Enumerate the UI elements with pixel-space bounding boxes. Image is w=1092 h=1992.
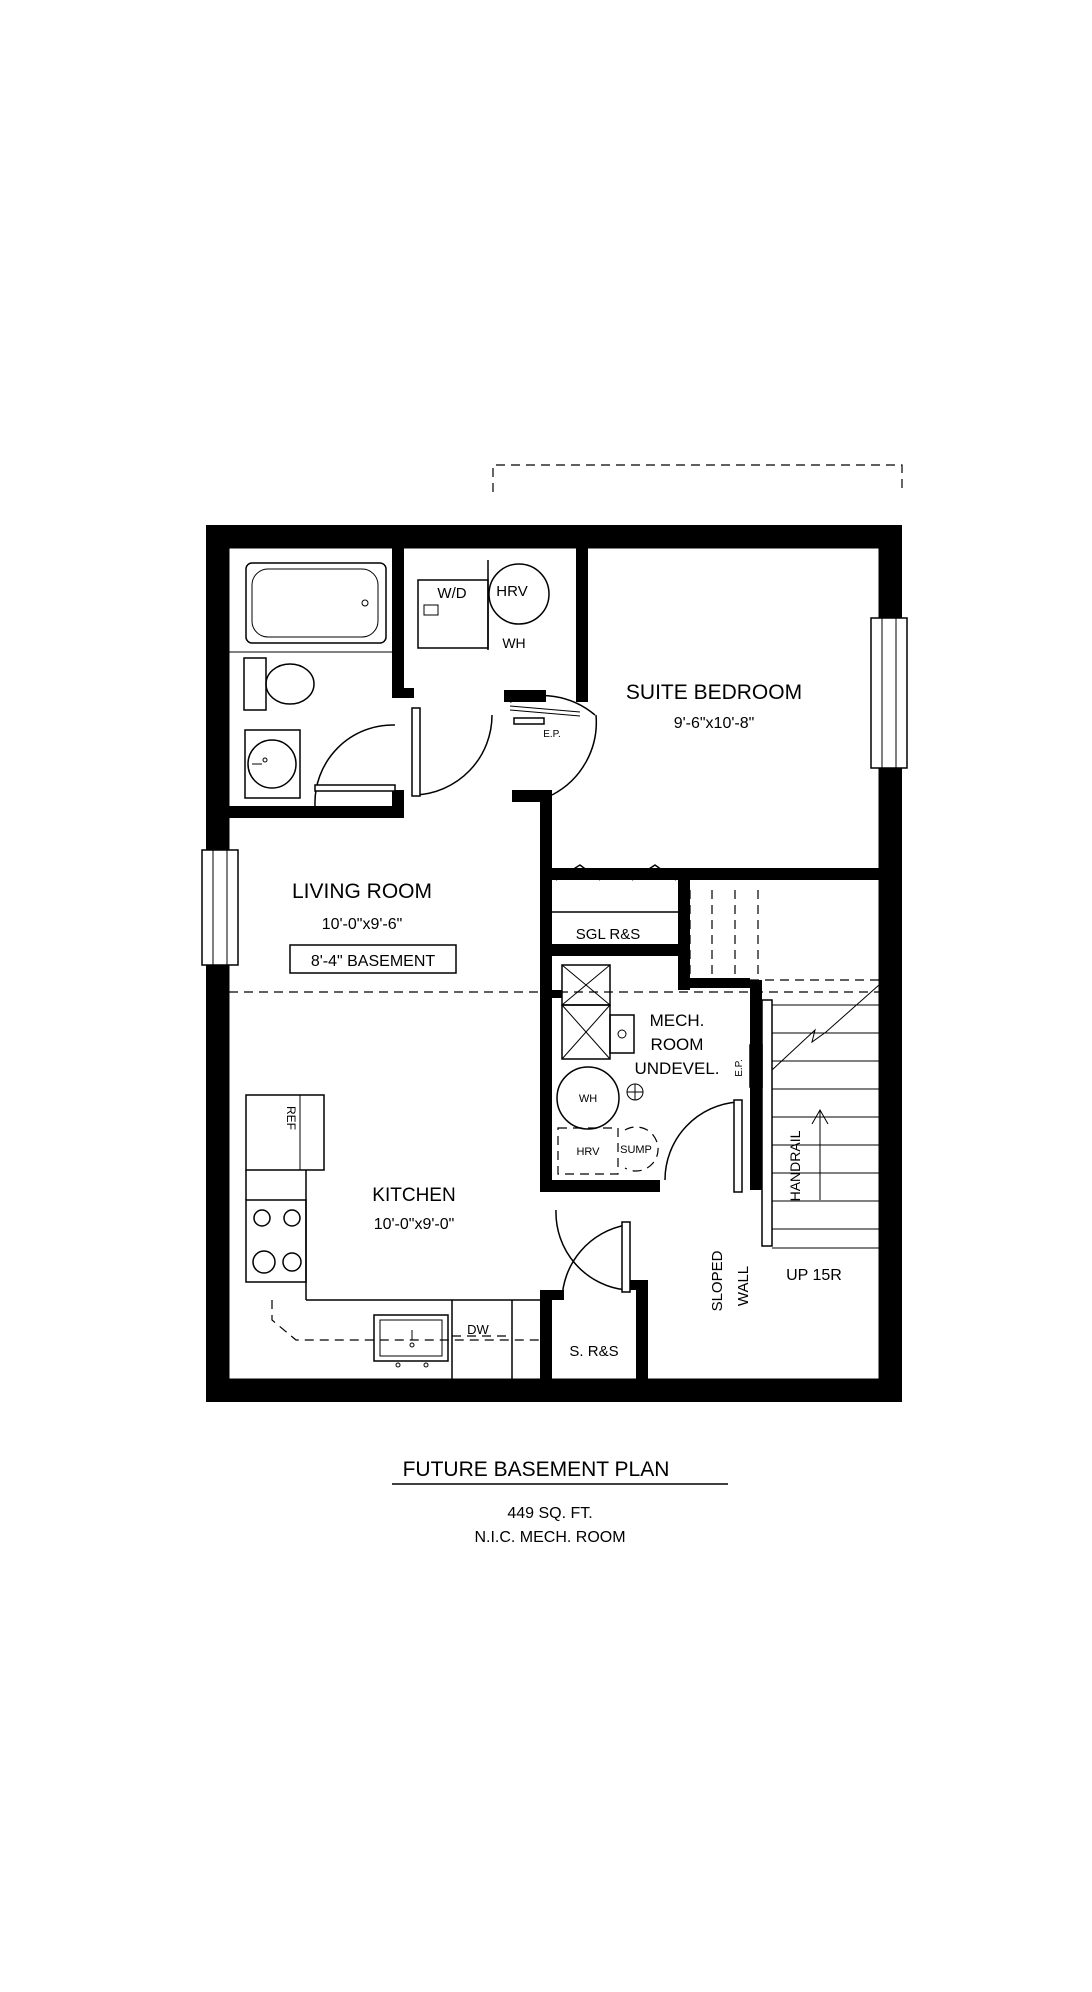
label-basement-height: 8'-4" BASEMENT	[311, 953, 436, 970]
bathtub	[245, 562, 387, 644]
mech-room-door	[664, 1099, 743, 1193]
label-mech-3: UNDEVEL.	[634, 1059, 719, 1078]
window-bedroom	[870, 617, 908, 769]
label-mech-2: ROOM	[651, 1035, 704, 1054]
caption-note: N.I.C. MECH. ROOM	[474, 1529, 625, 1546]
label-wh-top: WH	[502, 635, 525, 651]
label-suite-bedroom: SUITE BEDROOM	[626, 681, 802, 704]
dashed-deck-outline	[492, 464, 903, 492]
plan-caption: FUTURE BASEMENT PLAN 449 SQ. FT. N.I.C. …	[392, 1458, 728, 1546]
caption-title: FUTURE BASEMENT PLAN	[403, 1458, 670, 1481]
bathroom-sink	[244, 729, 301, 799]
label-kitchen: KITCHEN	[372, 1185, 455, 1206]
caption-area: 449 SQ. FT.	[507, 1505, 592, 1522]
toilet	[243, 657, 315, 711]
label-wall: WALL	[735, 1266, 752, 1306]
label-dw: DW	[467, 1322, 489, 1337]
label-up: UP 15R	[786, 1267, 842, 1284]
laundry-door	[411, 707, 493, 797]
label-washer-dryer: W/D	[437, 585, 466, 602]
electrical-panel-top	[513, 717, 545, 725]
label-living-room: LIVING ROOM	[292, 880, 432, 903]
label-hrv-top: HRV	[496, 583, 527, 600]
bathroom-door	[314, 724, 396, 807]
mech-room-equipment	[556, 964, 659, 1175]
refrigerator	[245, 1094, 325, 1171]
label-ref: REF	[284, 1106, 298, 1130]
label-mech-1: MECH.	[650, 1011, 705, 1030]
label-living-room-size: 10'-0"x9'-6"	[322, 916, 403, 933]
label-sump: SUMP	[620, 1144, 652, 1156]
label-s-rs: S. R&S	[569, 1343, 618, 1360]
stove	[245, 1199, 307, 1283]
interior-walls	[229, 548, 879, 1380]
label-ep-stair: E.P.	[734, 1059, 745, 1077]
label-sgl-rs: SGL R&S	[576, 926, 640, 943]
kitchen-counter	[245, 1170, 540, 1379]
room-labels: SUITE BEDROOM 9'-6"x10'-8" LIVING ROOM 1…	[289, 681, 802, 1233]
stair-opening	[689, 890, 879, 988]
window-living-room	[201, 849, 239, 966]
stairs	[761, 984, 880, 1249]
hrv-wh-upper	[487, 560, 550, 650]
basement-height-box	[289, 944, 457, 974]
label-wh-mech: WH	[579, 1093, 597, 1105]
bedroom-door	[509, 694, 598, 796]
label-ep-top: E.P.	[543, 729, 561, 740]
exterior-walls	[206, 525, 902, 1402]
closet-bifold-doors	[552, 864, 678, 913]
label-hrv-mech: HRV	[576, 1146, 600, 1158]
label-sloped: SLOPED	[709, 1250, 726, 1311]
label-handrail: HANDRAIL	[787, 1130, 803, 1201]
storage-closet-door	[555, 1209, 631, 1301]
kitchen-sink	[373, 1314, 449, 1368]
label-suite-bedroom-size: 9'-6"x10'-8"	[674, 715, 755, 732]
label-kitchen-size: 10'-0"x9'-0"	[374, 1216, 455, 1233]
fixture-labels: W/D HRV WH E.P. SGL R&S WH HRV SUMP E.P.…	[284, 583, 842, 1360]
